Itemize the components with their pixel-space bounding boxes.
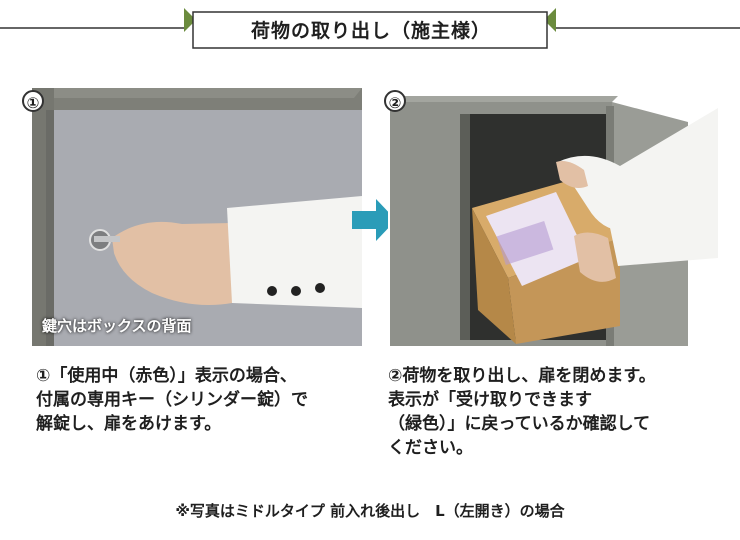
page-title: 荷物の取り出し（施主様） xyxy=(250,20,491,42)
step2-description: ②荷物を取り出し、扉を閉めます。 表示が「受け取りできます （緑色）」に戻ってい… xyxy=(388,364,718,460)
step1-line: 付属の専用キー（シリンダー錠）で xyxy=(36,390,308,410)
title-decoration xyxy=(0,8,740,49)
step1-line: 解錠し、扉をあけます。 xyxy=(36,414,222,434)
arrow-right-icon xyxy=(352,199,396,241)
step2-photo xyxy=(388,88,718,346)
step1-line: ①「使用中（赤色）」表示の場合、 xyxy=(36,366,297,386)
step2-line: 表示が「受け取りできます xyxy=(388,390,592,410)
title-banner: 荷物の取り出し（施主様） xyxy=(0,8,740,50)
step2-line: ②荷物を取り出し、扉を閉めます。 xyxy=(388,366,656,386)
step2-line: ください。 xyxy=(388,438,473,458)
step1-description: ①「使用中（赤色）」表示の場合、 付属の専用キー（シリンダー錠）で 解錠し、扉を… xyxy=(36,364,366,436)
step2-line: （緑色）」に戻っているか確認して xyxy=(388,414,651,434)
step1-badge: ① xyxy=(22,90,44,112)
step1-photo: 鍵穴はボックスの背面 xyxy=(32,88,362,346)
step2-badge: ② xyxy=(384,90,406,112)
footer-note: ※写真はミドルタイプ 前入れ後出し L（左開き）の場合 xyxy=(175,502,565,520)
keyhole-caption: 鍵穴はボックスの背面 xyxy=(42,317,192,335)
